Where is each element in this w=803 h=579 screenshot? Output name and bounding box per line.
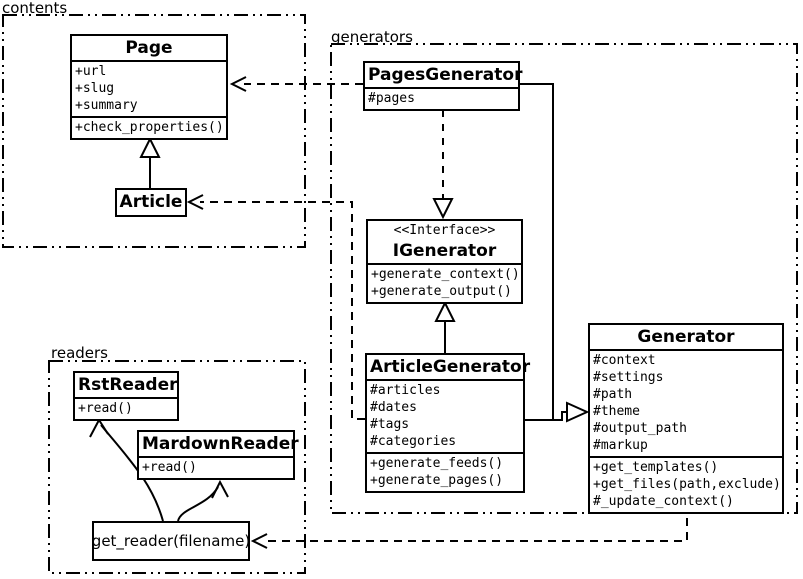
edge-article-inherits-page bbox=[139, 136, 161, 188]
class-box-articlegenerator: ArticleGenerator #articles #dates #tags … bbox=[365, 353, 531, 493]
class-attributes-generator: #context #settings #path #theme #output_… bbox=[590, 349, 782, 456]
class-methods-generator: +get_templates() +get_files(path,exclude… bbox=[590, 456, 782, 512]
edge-pagesgenerator-realizes-igenerator bbox=[432, 110, 454, 220]
class-methods-articlegenerator: +generate_feeds() +generate_pages() bbox=[367, 452, 523, 491]
edge-getreader-to-markdownreader bbox=[177, 479, 229, 522]
attribute: #dates bbox=[370, 400, 417, 415]
method: +get_files(path,exclude) bbox=[593, 477, 781, 492]
attribute: +url bbox=[75, 64, 107, 79]
package-label-readers: readers bbox=[51, 344, 108, 362]
edge-generators-inherit-generator bbox=[520, 83, 590, 423]
attribute: #markup bbox=[593, 438, 648, 453]
method: +generate_feeds() bbox=[370, 456, 504, 471]
class-box-generator: Generator #context #settings #path #them… bbox=[588, 323, 784, 514]
class-title-generator: Generator bbox=[637, 327, 735, 347]
class-methods-rstreader: +read() bbox=[75, 397, 177, 419]
edge-pagesgenerator-depends-page bbox=[229, 76, 363, 92]
class-box-rstreader: RstReader +read() bbox=[73, 371, 179, 421]
package-label-contents: contents bbox=[2, 0, 68, 17]
class-box-markdownreader: MardownReader +read() bbox=[137, 430, 299, 480]
package-border-generators bbox=[330, 43, 798, 514]
class-title-articlegenerator: ArticleGenerator bbox=[370, 357, 531, 377]
attribute: #tags bbox=[370, 417, 410, 432]
class-box-pagesgenerator: PagesGenerator #pages bbox=[363, 61, 523, 111]
package-border-readers bbox=[48, 360, 306, 574]
method: +read() bbox=[78, 401, 133, 416]
class-methods-markdownreader: +read() bbox=[139, 456, 293, 478]
class-title-page: Page bbox=[125, 38, 173, 58]
attribute: #settings bbox=[593, 370, 664, 385]
class-box-page: Page +url +slug +summary +check_properti… bbox=[70, 34, 228, 140]
class-attributes-articlegenerator: #articles #dates #tags #categories bbox=[367, 379, 523, 452]
edge-generator-depends-getreader bbox=[250, 504, 688, 549]
method: +read() bbox=[142, 460, 197, 475]
class-stereotype-igenerator: <<Interface>> bbox=[393, 223, 496, 238]
attribute: +slug bbox=[75, 81, 115, 96]
class-attributes-pagesgenerator: #pages bbox=[365, 87, 518, 109]
class-title-pagesgenerator: PagesGenerator bbox=[368, 65, 523, 85]
class-title-rstreader: RstReader bbox=[78, 375, 178, 395]
class-title-igenerator: IGenerator bbox=[392, 241, 497, 261]
attribute: #articles bbox=[370, 383, 441, 398]
function-label-get-reader: get_reader(filename) bbox=[91, 532, 251, 550]
attribute: #categories bbox=[370, 434, 457, 449]
attribute: #output_path bbox=[593, 421, 687, 436]
class-title-markdownreader: MardownReader bbox=[142, 434, 299, 454]
class-methods-page: +check_properties() bbox=[72, 116, 226, 138]
method: +get_templates() bbox=[593, 460, 719, 475]
class-attributes-page: +url +slug +summary bbox=[72, 60, 226, 116]
attribute: #theme bbox=[593, 404, 640, 419]
method: +generate_context() bbox=[371, 267, 520, 282]
attribute: +summary bbox=[75, 98, 138, 113]
class-box-igenerator: <<Interface>> IGenerator +generate_conte… bbox=[366, 219, 523, 304]
attribute: #pages bbox=[368, 91, 415, 106]
method: #_update_context() bbox=[593, 494, 734, 509]
edge-articlegenerator-depends-article bbox=[186, 194, 365, 420]
package-label-generators: generators bbox=[331, 28, 413, 46]
class-methods-igenerator: +generate_context() +generate_output() bbox=[368, 263, 521, 302]
package-border-contents bbox=[2, 14, 306, 248]
class-title-article: Article bbox=[119, 192, 183, 212]
class-title-block-igenerator: <<Interface>> IGenerator bbox=[368, 221, 521, 263]
method: +generate_output() bbox=[371, 284, 512, 299]
method: +generate_pages() bbox=[370, 473, 504, 488]
attribute: #context bbox=[593, 353, 656, 368]
method: +check_properties() bbox=[75, 120, 224, 135]
edge-articlegenerator-inherits-igenerator bbox=[434, 300, 456, 353]
attribute: #path bbox=[593, 387, 633, 402]
class-box-article: Article bbox=[115, 188, 187, 217]
function-box-get-reader: get_reader(filename) bbox=[92, 521, 250, 561]
